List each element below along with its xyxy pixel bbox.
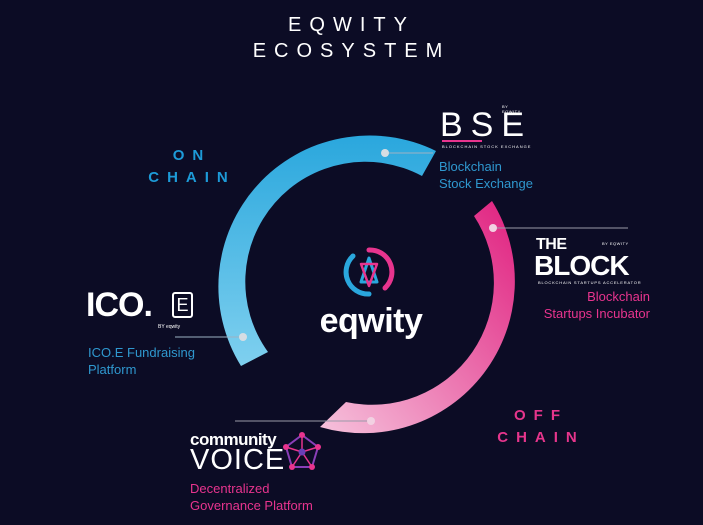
network-pentagon-icon bbox=[283, 432, 321, 470]
on-chain-line-2: CHAIN bbox=[148, 169, 236, 186]
the-block-logo: THE BY EQWITY BLOCK BLOCKCHAIN STARTUPS … bbox=[534, 236, 644, 286]
bse-logo-subtitle: BLOCKCHAIN STOCK EXCHANGE bbox=[442, 144, 532, 149]
off-chain-label: OFF CHAIN bbox=[476, 405, 606, 449]
off-chain-line-1: OFF bbox=[514, 407, 568, 424]
ico-e-logo-box: E bbox=[172, 292, 193, 318]
bse-logo: BY EQWITY BSE BLOCKCHAIN STOCK EXCHANGE bbox=[438, 100, 532, 150]
ico-e-logo-by: BY eqwity bbox=[158, 324, 181, 330]
ico-e-description-line-1: ICO.E Fundraising bbox=[88, 345, 195, 360]
community-voice-connector bbox=[235, 417, 375, 425]
bse-description-line-1: Blockchain bbox=[439, 159, 502, 174]
the-block-description-line-2: Startups Incubator bbox=[543, 306, 650, 321]
bse-logo-by: BY EQWITY bbox=[502, 104, 521, 114]
ico-connector bbox=[175, 333, 247, 341]
the-block-connector bbox=[489, 224, 628, 232]
bse-description: Blockchain Stock Exchange bbox=[439, 158, 533, 192]
community-voice-logo: community VOICE bbox=[190, 430, 330, 476]
bse-description-line-2: Stock Exchange bbox=[439, 176, 533, 191]
community-voice-description-line-1: Decentralized bbox=[190, 481, 270, 496]
the-block-description-line-1: Blockchain bbox=[587, 289, 650, 304]
community-voice-description-line-2: Governance Platform bbox=[190, 498, 313, 513]
ico-e-logo-text: ICO. bbox=[86, 286, 153, 324]
off-chain-line-2: CHAIN bbox=[497, 429, 585, 446]
community-voice-description: Decentralized Governance Platform bbox=[190, 480, 313, 514]
community-voice-logo-bottom: VOICE bbox=[190, 444, 286, 476]
on-chain-label: ON CHAIN bbox=[132, 145, 252, 189]
bse-connector bbox=[381, 149, 433, 157]
the-block-logo-by: BY EQWITY bbox=[602, 241, 629, 246]
community-voice-logo-top: community bbox=[190, 430, 277, 449]
ico-e-description-line-2: Platform bbox=[88, 362, 137, 377]
bse-logo-underline bbox=[442, 140, 482, 142]
off-chain-arc bbox=[320, 201, 515, 434]
ico-e-logo: ICO. E BY eqwity bbox=[86, 286, 216, 334]
title-line-1: EQWITY bbox=[288, 14, 415, 36]
the-block-logo-text: BLOCK bbox=[534, 250, 630, 281]
on-chain-arc bbox=[218, 135, 436, 366]
bse-logo-text: BSE bbox=[440, 106, 533, 144]
title-line-2: ECOSYSTEM bbox=[252, 40, 451, 62]
on-chain-line-1: ON bbox=[172, 147, 212, 164]
ico-e-description: ICO.E Fundraising Platform bbox=[88, 344, 195, 378]
the-block-logo-the: THE bbox=[536, 236, 567, 253]
eqwity-brand: eqwity bbox=[319, 302, 423, 340]
the-block-logo-subtitle: BLOCKCHAIN STARTUPS ACCELERATOR bbox=[538, 280, 642, 285]
the-block-description: Blockchain Startups Incubator bbox=[510, 288, 650, 322]
eqwity-logo-icon bbox=[343, 247, 395, 297]
